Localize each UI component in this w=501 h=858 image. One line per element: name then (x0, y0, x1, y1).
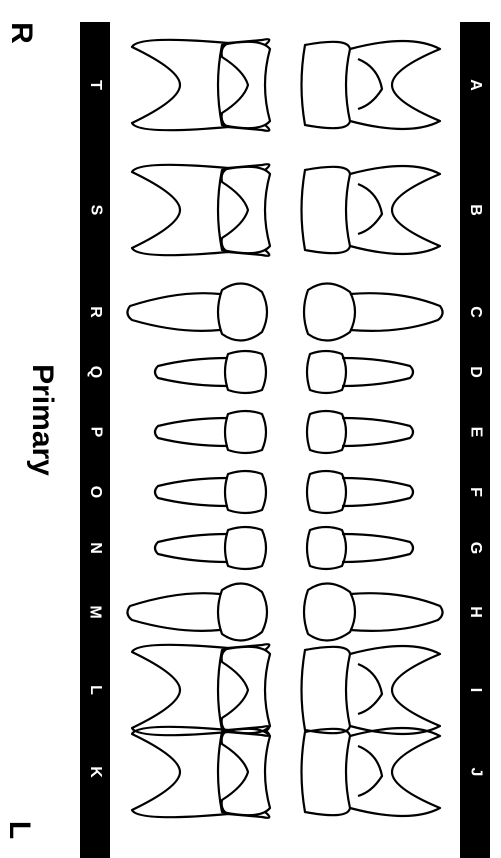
upper-tooth-label-j: J (465, 764, 485, 780)
lower-tooth-m-root (127, 593, 220, 631)
primary-teeth-chart (110, 22, 460, 857)
lower-tooth-k-crown (218, 729, 270, 815)
lower-tooth-label-s: S (85, 202, 105, 218)
upper-tooth-label-a: A (465, 77, 485, 93)
upper-tooth-h-root (350, 593, 443, 631)
upper-tooth-label-i: I (465, 682, 485, 698)
lower-tooth-q-root (155, 358, 228, 386)
lower-tooth-l-crown (218, 647, 270, 733)
upper-tooth-label-c: C (465, 304, 485, 320)
upper-tooth-g-crown (307, 527, 346, 569)
lower-tooth-t-crown (218, 42, 270, 128)
upper-tooth-label-d: D (465, 364, 485, 380)
chart-title: Primary (12, 340, 72, 500)
lower-tooth-label-t: T (85, 77, 105, 93)
upper-tooth-j-root-outer (350, 728, 440, 816)
upper-tooth-d-root (342, 358, 413, 386)
upper-tooth-j-root-inner (358, 746, 382, 796)
upper-tooth-j-crown (302, 729, 351, 815)
upper-letter-band (460, 22, 490, 858)
upper-tooth-a-crown (302, 42, 351, 128)
lower-tooth-q-crown (225, 351, 266, 393)
lower-tooth-l-root (222, 644, 270, 736)
upper-tooth-a-root-outer (350, 41, 440, 129)
upper-tooth-e-root (342, 418, 413, 446)
upper-tooth-f-crown (307, 471, 346, 513)
upper-tooth-label-h: H (465, 604, 485, 620)
upper-tooth-c-crown (304, 283, 355, 340)
upper-tooth-h-crown (304, 583, 355, 640)
upper-tooth-i-root-outer (350, 646, 440, 734)
lower-tooth-s-root (222, 164, 270, 256)
left-side-label: L (10, 815, 28, 845)
lower-tooth-o-crown (225, 471, 266, 513)
upper-tooth-b-crown (302, 167, 351, 253)
upper-tooth-b-root-inner (358, 184, 382, 234)
upper-tooth-label-g: G (465, 540, 485, 556)
lower-tooth-label-l: L (85, 682, 105, 698)
lower-tooth-label-n: N (85, 540, 105, 556)
upper-tooth-c-root (350, 293, 443, 331)
lower-tooth-k-root-outer (132, 727, 228, 817)
upper-tooth-e-crown (307, 411, 346, 453)
upper-tooth-label-e: E (465, 424, 485, 440)
upper-tooth-d-crown (307, 351, 346, 393)
lower-tooth-n-crown (225, 527, 266, 569)
right-side-label: R (10, 18, 32, 48)
upper-tooth-i-root-inner (358, 664, 382, 714)
lower-tooth-label-q: Q (85, 364, 105, 380)
lower-tooth-o-root (155, 478, 228, 506)
lower-tooth-label-m: M (85, 604, 105, 620)
lower-tooth-n-root (155, 534, 228, 562)
lower-tooth-p-root (155, 418, 228, 446)
lower-tooth-l-root-outer (132, 645, 228, 735)
lower-tooth-label-p: P (85, 424, 105, 440)
lower-tooth-t-root (222, 39, 270, 131)
upper-tooth-label-f: F (465, 484, 485, 500)
lower-tooth-m-crown (218, 583, 267, 640)
upper-tooth-label-b: B (465, 202, 485, 218)
lower-tooth-p-crown (225, 411, 266, 453)
lower-tooth-label-k: K (85, 764, 105, 780)
upper-tooth-a-root-inner (358, 59, 382, 109)
lower-tooth-label-r: R (85, 304, 105, 320)
upper-tooth-f-root (342, 478, 413, 506)
lower-tooth-t-root-outer (132, 40, 228, 130)
upper-tooth-b-root-outer (350, 166, 440, 254)
upper-tooth-g-root (342, 534, 413, 562)
lower-letter-band (80, 22, 110, 858)
lower-tooth-r-root (127, 293, 220, 331)
upper-tooth-i-crown (302, 647, 351, 733)
lower-tooth-s-root-outer (132, 165, 228, 255)
lower-tooth-r-crown (218, 283, 267, 340)
lower-tooth-s-crown (218, 167, 270, 253)
lower-tooth-k-root (222, 726, 270, 818)
lower-tooth-label-o: O (85, 484, 105, 500)
